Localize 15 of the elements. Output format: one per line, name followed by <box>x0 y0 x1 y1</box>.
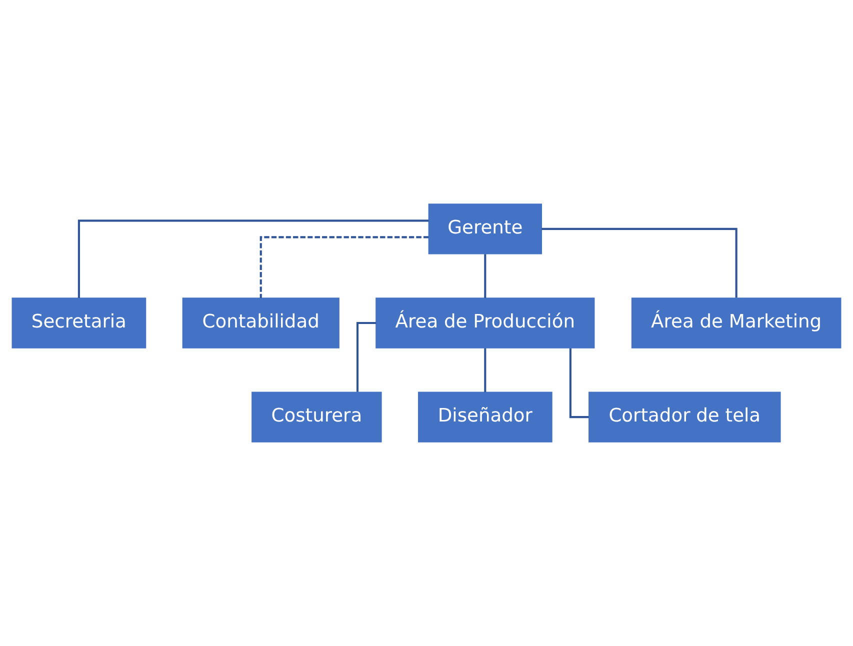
connector <box>484 254 486 298</box>
node-box: Secretaria <box>12 298 146 348</box>
node-box: Área de Marketing <box>631 298 842 348</box>
connector <box>484 348 486 392</box>
node-box: Cortador de tela <box>588 392 781 442</box>
connector <box>78 220 429 298</box>
connector <box>260 236 429 298</box>
connector <box>356 322 376 392</box>
node-box: Gerente <box>428 204 542 254</box>
node-box: Diseñador <box>418 392 552 442</box>
node-box: Área de Producción <box>376 298 595 348</box>
node-box: Contabilidad <box>182 298 340 348</box>
connector <box>569 348 589 418</box>
connector <box>542 228 738 298</box>
node-box: Costurera <box>252 392 382 442</box>
